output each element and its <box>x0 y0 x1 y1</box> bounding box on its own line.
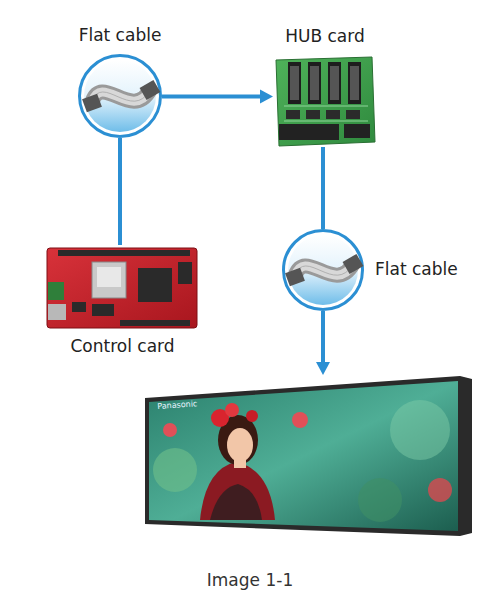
cable-circle: Flat cable <box>78 54 162 138</box>
led-screen <box>145 376 472 536</box>
connector-line <box>321 147 325 229</box>
connector-line <box>321 311 325 365</box>
node-label: Flat cable <box>50 24 190 46</box>
figure-caption: Image 1-1 <box>0 570 500 590</box>
connector <box>323 147 324 229</box>
control-card-board <box>47 248 197 328</box>
hub-card-board <box>276 57 375 146</box>
flat-cable-illustration <box>285 254 363 286</box>
connector <box>316 311 330 375</box>
circle-outline <box>78 54 162 138</box>
node-label: Control card <box>40 335 205 357</box>
arrow-head <box>316 362 330 375</box>
connector <box>120 138 121 245</box>
connector <box>162 90 273 104</box>
arrow-head <box>260 90 273 104</box>
connector-line <box>118 138 122 245</box>
cable-circle: Flat cable <box>282 229 364 311</box>
card-box: Panasonic <box>145 375 470 535</box>
node-label: HUB card <box>255 25 395 47</box>
node-label: Flat cable <box>375 258 495 280</box>
connector-line <box>162 95 263 99</box>
flat-cable-illustration <box>82 80 160 112</box>
card-box: Control card <box>45 245 200 330</box>
node-label: Panasonic <box>157 396 247 412</box>
circle-outline <box>282 229 364 311</box>
card-box: HUB card <box>273 55 377 147</box>
